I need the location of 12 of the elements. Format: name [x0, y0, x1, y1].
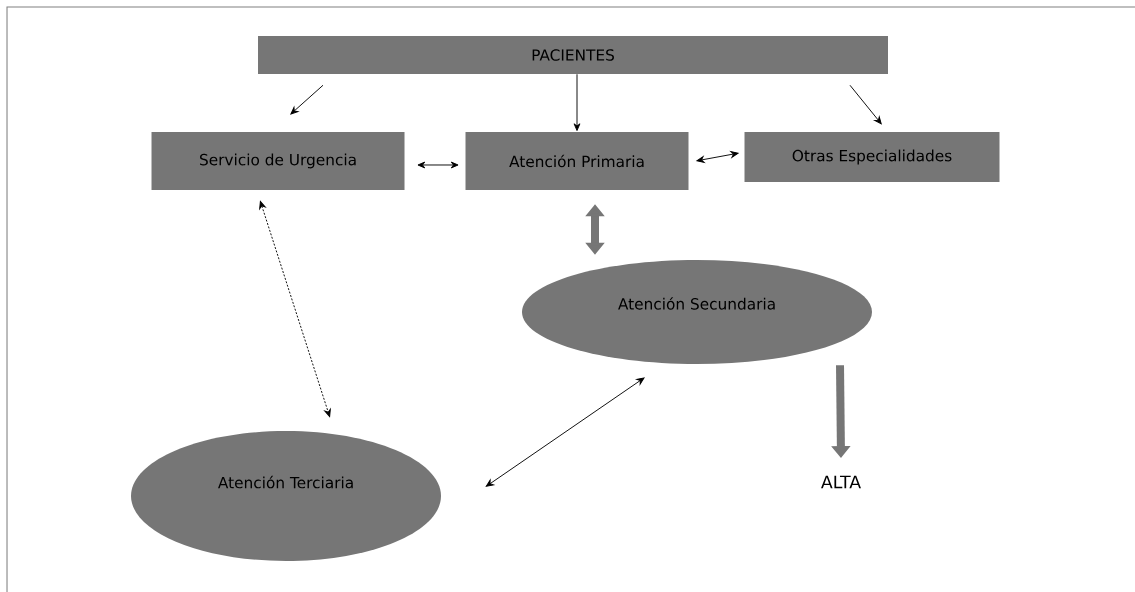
arrow — [849, 84, 882, 125]
arrow — [485, 377, 645, 487]
arrow — [573, 73, 581, 131]
process-box: Atención Primaria — [465, 132, 689, 190]
end-label: ALTA — [821, 475, 861, 489]
process-box: Servicio de Urgencia — [151, 132, 405, 190]
process-box: PACIENTES — [258, 36, 888, 74]
arrow — [696, 151, 739, 163]
arrow — [290, 84, 324, 115]
process-box: Otras Especialidades — [744, 132, 1000, 182]
arrow — [417, 161, 459, 169]
arrow — [259, 200, 331, 418]
